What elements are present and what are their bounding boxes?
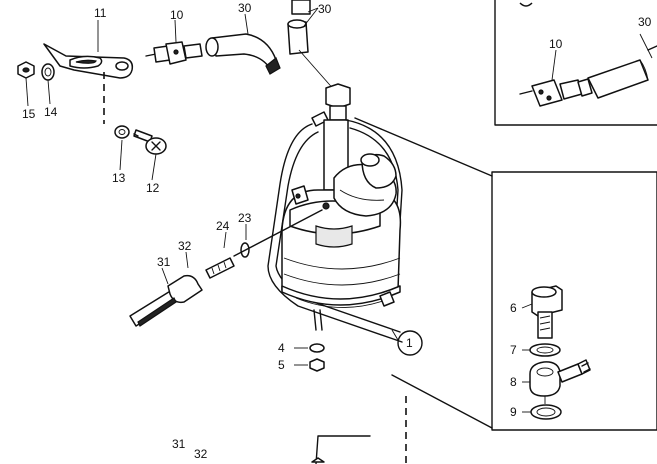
screw-12 bbox=[133, 129, 167, 155]
drain-nut-5 bbox=[309, 358, 325, 372]
drain-washer-4 bbox=[309, 343, 325, 353]
callout-11: 11 bbox=[94, 6, 107, 20]
callout-31: 31 bbox=[157, 255, 171, 269]
fuel-filter-assembly bbox=[267, 83, 403, 343]
callout-10-inset: 10 bbox=[549, 37, 563, 51]
banjo-bolt bbox=[531, 285, 563, 339]
washer-13 bbox=[114, 125, 130, 139]
fuel-pipe-31 bbox=[129, 274, 203, 327]
washer-14 bbox=[41, 63, 55, 81]
nut-15 bbox=[17, 61, 35, 79]
callout-15: 15 bbox=[22, 107, 36, 121]
callout-24: 24 bbox=[216, 219, 230, 233]
mounting-bracket bbox=[43, 43, 134, 79]
callout-labels: 11 10 30 30 30 10 15 14 13 12 24 23 32 3… bbox=[22, 1, 652, 461]
callout-30-inset: 30 bbox=[638, 15, 652, 29]
callout-32-bottom: 32 bbox=[194, 447, 208, 461]
lower-sealing-washer bbox=[530, 404, 562, 420]
callout-14: 14 bbox=[44, 105, 58, 119]
callout-7: 7 bbox=[510, 343, 517, 357]
callout-1: 1 bbox=[406, 336, 413, 350]
upper-sealing-washer bbox=[529, 343, 561, 357]
lower-partial-assembly bbox=[311, 435, 371, 464]
inset-union-fitting bbox=[519, 78, 593, 107]
banjo-union bbox=[529, 359, 591, 397]
callout-13: 13 bbox=[112, 171, 126, 185]
inset-leader-upper bbox=[354, 117, 493, 177]
fuel-hose-30 bbox=[205, 33, 281, 75]
callout-31-bottom: 31 bbox=[172, 437, 186, 451]
detail-inset-banjo bbox=[491, 171, 657, 431]
callout-6: 6 bbox=[510, 301, 517, 315]
callout-30-top: 30 bbox=[238, 1, 252, 15]
callout-32: 32 bbox=[178, 239, 192, 253]
callout-9: 9 bbox=[510, 405, 517, 419]
callout-leaders bbox=[25, 20, 533, 413]
callout-12: 12 bbox=[146, 181, 160, 195]
hose-sections-30 bbox=[287, 0, 311, 55]
callout-8: 8 bbox=[510, 375, 517, 389]
callout-10: 10 bbox=[170, 8, 184, 22]
union-fitting-10 bbox=[145, 41, 203, 65]
callout-4: 4 bbox=[278, 341, 285, 355]
union-nut-24 bbox=[205, 257, 235, 279]
inset-leader-lower bbox=[391, 374, 493, 429]
callout-30-right: 30 bbox=[318, 2, 332, 16]
callout-5: 5 bbox=[278, 358, 285, 372]
callout-23: 23 bbox=[238, 211, 252, 225]
callout-circle-1 bbox=[397, 330, 423, 356]
detail-inset-top bbox=[494, 0, 657, 126]
